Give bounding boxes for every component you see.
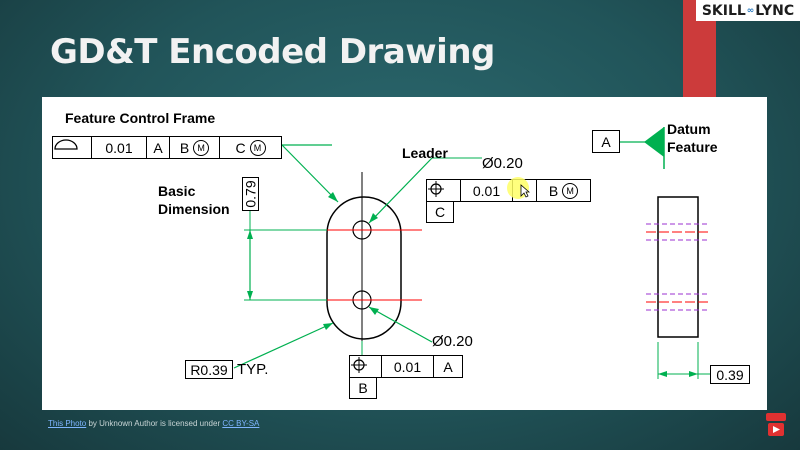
gdt-drawing: Feature Control Frame Leader Basic Dimen… (42, 97, 767, 410)
fcf-top: 0.01 A B M C M (52, 136, 282, 159)
slot-outline (326, 196, 402, 340)
leader-hole-top (368, 157, 433, 224)
fcf-right-tolerance: 0.01 (460, 179, 513, 202)
fcf-bottom-datum-a: A (433, 355, 463, 378)
photo-link[interactable]: This Photo (48, 419, 87, 428)
fcf-bottom: 0.01 A B (349, 355, 463, 399)
cursor-highlight (507, 177, 529, 199)
radius-dimension: R0.39 (185, 360, 233, 379)
datum-triangle (644, 127, 664, 157)
thickness-dimension: 0.39 (710, 365, 750, 384)
fcf-top-datum-c: C M (219, 136, 282, 159)
dim-arrow-bottom (247, 291, 253, 300)
mmc-modifier-icon: M (193, 139, 210, 156)
fcf-right-blank (507, 177, 537, 202)
profile-surface-icon (52, 136, 92, 159)
leader-radius (233, 322, 334, 369)
thk-arrow-left (658, 371, 667, 377)
fcf-top-tolerance: 0.01 (91, 136, 147, 159)
label-dimension: Dimension (158, 201, 230, 217)
leader-fcf-top-diag (281, 144, 339, 203)
drawing-geometry (233, 127, 710, 379)
hole-top-diameter: Ø0.20 (482, 155, 523, 172)
slide-title: GD&T Encoded Drawing (50, 32, 495, 72)
datum-tag-a: A (592, 130, 620, 153)
mmc-modifier-icon: M (249, 139, 266, 156)
label-feature-control-frame: Feature Control Frame (65, 110, 216, 126)
label-basic: Basic (158, 183, 196, 199)
image-attribution: This Photo by Unknown Author is licensed… (48, 419, 259, 428)
label-leader: Leader (402, 145, 448, 161)
fcf-bottom-datum-b: B (349, 377, 377, 399)
dim-arrow-top (247, 230, 253, 239)
radius-typ: TYP. (237, 361, 269, 378)
fcf-top-datum-b: B M (169, 136, 220, 159)
position-icon (426, 179, 461, 202)
attribution-text: by Unknown Author is licensed under (86, 419, 223, 428)
skill-lync-logo: SKILL∞LYNC (696, 0, 800, 21)
fcf-top-datum-a: A (146, 136, 170, 159)
leader-arrow-hole-bottom (369, 307, 379, 315)
fcf-right-datum-b: B M (536, 179, 591, 202)
mmc-modifier-icon: M (562, 182, 579, 199)
youtube-icon[interactable] (766, 413, 786, 437)
fcf-right-datum-c: C (426, 201, 454, 223)
leader-arrow-slot (328, 192, 338, 202)
hole-bottom-diameter: Ø0.20 (432, 333, 473, 350)
label-feature: Feature (667, 139, 718, 155)
license-link[interactable]: CC BY-SA (222, 419, 260, 428)
fcf-right: 0.01 B M C (426, 177, 592, 223)
label-datum: Datum (667, 121, 711, 137)
leader-arrow-hole-top (369, 213, 378, 223)
thk-arrow-right (689, 371, 698, 377)
basic-dimension-box: 0.79 (242, 177, 259, 211)
fcf-bottom-tolerance: 0.01 (381, 355, 434, 378)
leader-arrow-radius (323, 323, 333, 330)
side-view (657, 196, 699, 338)
leader-hole-bottom (368, 306, 433, 343)
cursor-icon (520, 183, 530, 198)
position-icon (349, 355, 382, 378)
